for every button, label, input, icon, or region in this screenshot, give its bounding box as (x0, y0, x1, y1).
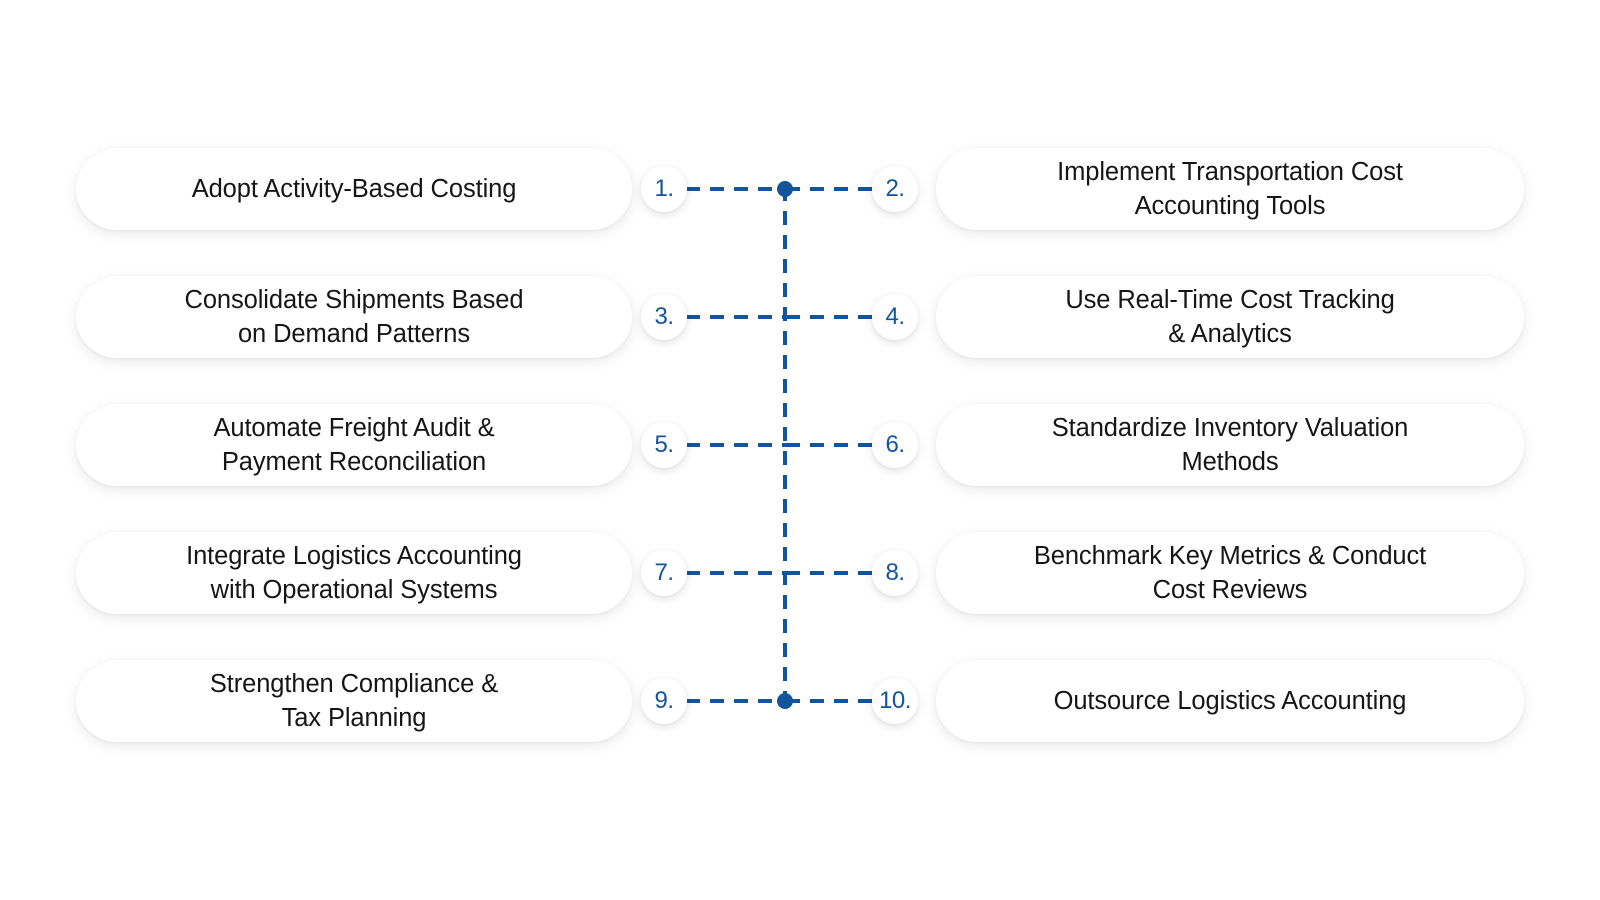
item-number-badge[interactable]: 5. (641, 422, 687, 468)
connector-dash-left (686, 315, 786, 319)
item-number: 5. (654, 431, 674, 458)
item-number: 9. (654, 687, 674, 714)
item-number: 3. (654, 303, 674, 330)
item-label: Strengthen Compliance & Tax Planning (209, 670, 499, 732)
item-label: Implement Transportation Cost Accounting… (1057, 158, 1403, 220)
item-number: 7. (654, 559, 674, 586)
item-number-badge[interactable]: 4. (872, 294, 918, 340)
item-number: 10. (879, 687, 911, 714)
item-label: Integrate Logistics Accounting with Oper… (186, 542, 522, 604)
connector-dash-right (786, 315, 890, 319)
item-card-right[interactable]: Benchmark Key Metrics & Conduct Cost Rev… (936, 532, 1524, 614)
item-card-left[interactable]: Adopt Activity-Based Costing (76, 148, 632, 230)
item-number-badge[interactable]: 10. (872, 678, 918, 724)
item-label: Automate Freight Audit & Payment Reconci… (213, 414, 495, 476)
item-number-badge[interactable]: 6. (872, 422, 918, 468)
diagram-row: Integrate Logistics Accounting with Oper… (0, 532, 1600, 614)
diagram-row: Adopt Activity-Based Costing 1. 2. Imple… (0, 148, 1600, 230)
item-label: Standardize Inventory Valuation Methods (1051, 414, 1409, 476)
item-card-right[interactable]: Outsource Logistics Accounting (936, 660, 1524, 742)
item-number-badge[interactable]: 8. (872, 550, 918, 596)
item-card-left[interactable]: Automate Freight Audit & Payment Reconci… (76, 404, 632, 486)
item-number-badge[interactable]: 7. (641, 550, 687, 596)
diagram-row: Strengthen Compliance & Tax Planning 9. … (0, 660, 1600, 742)
item-card-right[interactable]: Standardize Inventory Valuation Methods (936, 404, 1524, 486)
vertical-connector-line (783, 187, 787, 697)
item-number: 8. (885, 559, 905, 586)
item-number-badge[interactable]: 2. (872, 166, 918, 212)
item-number-badge[interactable]: 9. (641, 678, 687, 724)
connector-dash-left (686, 443, 786, 447)
item-card-left[interactable]: Consolidate Shipments Based on Demand Pa… (76, 276, 632, 358)
item-number-badge[interactable]: 1. (641, 166, 687, 212)
connector-dash-right (786, 571, 890, 575)
item-label: Benchmark Key Metrics & Conduct Cost Rev… (1033, 542, 1427, 604)
junction-dot (777, 181, 793, 197)
connector-dash-right (786, 443, 890, 447)
connector-dash-left (686, 187, 786, 191)
item-card-left[interactable]: Integrate Logistics Accounting with Oper… (76, 532, 632, 614)
item-number: 4. (885, 303, 905, 330)
connector-dash-right (786, 699, 890, 703)
item-label: Use Real-Time Cost Tracking & Analytics (1065, 286, 1395, 348)
item-label: Outsource Logistics Accounting (1053, 687, 1407, 715)
item-card-left[interactable]: Strengthen Compliance & Tax Planning (76, 660, 632, 742)
connector-dash-left (686, 571, 786, 575)
item-label: Adopt Activity-Based Costing (191, 175, 517, 203)
item-card-right[interactable]: Implement Transportation Cost Accounting… (936, 148, 1524, 230)
connector-dash-right (786, 187, 890, 191)
diagram-row: Automate Freight Audit & Payment Reconci… (0, 404, 1600, 486)
item-label: Consolidate Shipments Based on Demand Pa… (184, 286, 524, 348)
item-number: 1. (654, 175, 674, 202)
item-number: 2. (885, 175, 905, 202)
junction-dot (777, 693, 793, 709)
connector-dash-left (686, 699, 786, 703)
item-number-badge[interactable]: 3. (641, 294, 687, 340)
item-card-right[interactable]: Use Real-Time Cost Tracking & Analytics (936, 276, 1524, 358)
item-number: 6. (885, 431, 905, 458)
diagram-row: Consolidate Shipments Based on Demand Pa… (0, 276, 1600, 358)
